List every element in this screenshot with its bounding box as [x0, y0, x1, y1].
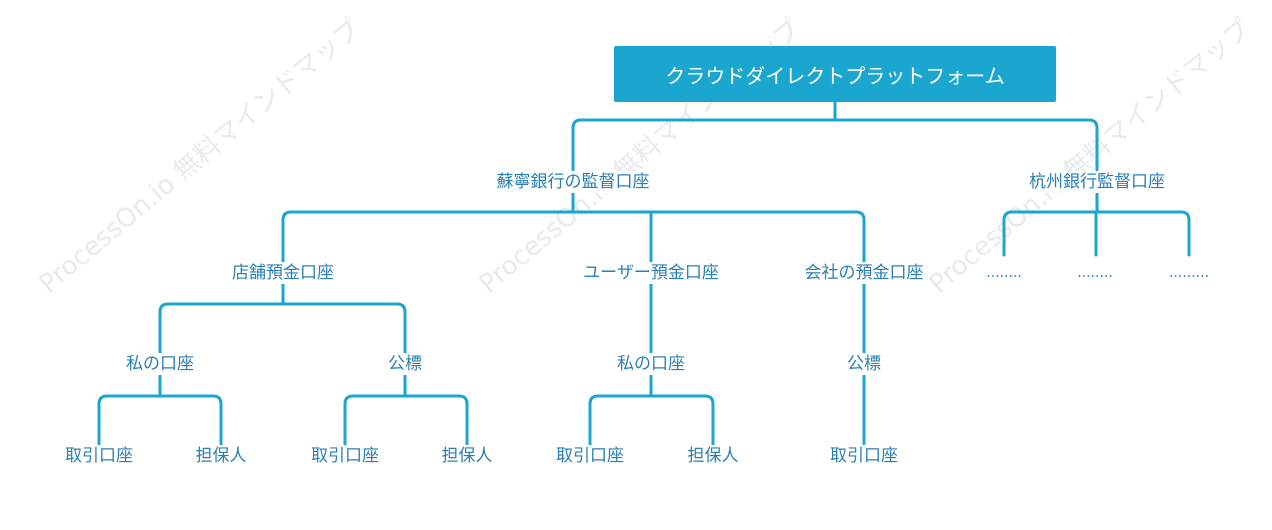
connector-store-private: [97, 374, 223, 447]
node-trading-account[interactable]: 取引口座: [826, 445, 902, 467]
node-store-private-account[interactable]: 私の口座: [122, 353, 198, 375]
connector-store-public: [343, 374, 469, 447]
node-suning-bank[interactable]: 蘇寧銀行の監督口座: [492, 171, 654, 193]
node-placeholder[interactable]: ........: [982, 262, 1026, 284]
node-guarantor[interactable]: 担保人: [191, 445, 251, 467]
node-company-public[interactable]: 公標: [843, 353, 885, 375]
node-trading-account[interactable]: 取引口座: [61, 445, 137, 467]
node-placeholder[interactable]: ........: [1073, 262, 1117, 284]
node-placeholder[interactable]: .........: [1164, 262, 1214, 284]
node-store-public[interactable]: 公標: [384, 353, 426, 375]
root-node[interactable]: クラウドダイレクトプラットフォーム: [614, 46, 1056, 102]
connector-store: [158, 282, 407, 355]
node-user-private-account[interactable]: 私の口座: [613, 353, 689, 375]
connector-suning: [281, 191, 866, 264]
connector-hangzhou: [1002, 191, 1191, 257]
node-store-deposit[interactable]: 店舗預金口座: [228, 262, 338, 284]
connector-root: [571, 100, 1099, 172]
node-guarantor[interactable]: 担保人: [683, 445, 743, 467]
connector-user-private: [588, 374, 715, 447]
node-trading-account[interactable]: 取引口座: [552, 445, 628, 467]
node-trading-account[interactable]: 取引口座: [307, 445, 383, 467]
node-guarantor[interactable]: 担保人: [437, 445, 497, 467]
node-user-deposit[interactable]: ユーザー預金口座: [579, 262, 723, 284]
node-company-deposit[interactable]: 会社の預金口座: [800, 262, 928, 284]
node-hangzhou-bank[interactable]: 杭州銀行監督口座: [1025, 171, 1169, 193]
